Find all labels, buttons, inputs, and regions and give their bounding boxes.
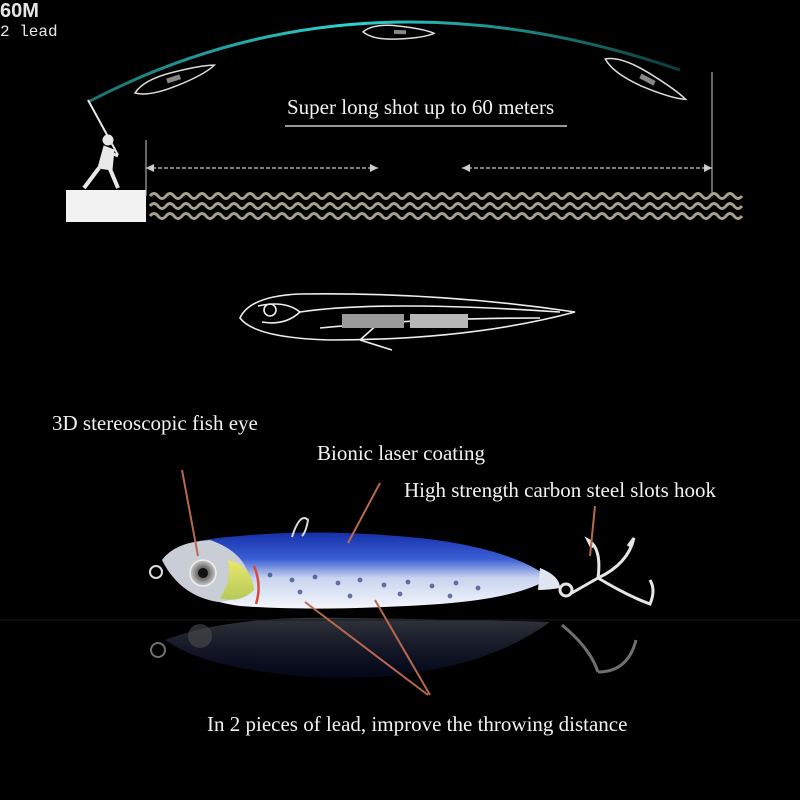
wave-row [148, 202, 744, 210]
lead-annotation: In 2 pieces of lead, improve the throwin… [207, 712, 628, 736]
pointer-laser-coating [347, 482, 381, 544]
shot-distance-text: Super long shot up to 60 meters [287, 95, 555, 119]
pointer-lead-left [304, 601, 429, 696]
lure-spot [453, 580, 459, 586]
main-lure [149, 517, 655, 609]
casting-arc [87, 20, 681, 104]
flying-lure-middle [361, 24, 436, 40]
lure-spot [289, 577, 295, 583]
tail-fin [538, 568, 560, 590]
hook-annotation: High strength carbon steel slots hook [404, 478, 717, 502]
lure-spot [267, 572, 273, 578]
laser-coating-annotation: Bionic laser coating [317, 441, 485, 465]
lead-weight-front [342, 314, 404, 328]
lure-reflection [150, 617, 638, 679]
shore-platform [66, 190, 146, 222]
lure-spot [297, 589, 303, 595]
gill-red-line [252, 565, 260, 605]
top-eyelet [291, 517, 310, 538]
lure-spot [347, 593, 353, 599]
flying-lure-left [133, 64, 217, 95]
line-tie-ring [149, 565, 163, 579]
distance-arrow-left [146, 164, 154, 172]
gill-plate [220, 560, 254, 600]
wave-row [148, 192, 744, 200]
pointer-hook [589, 505, 596, 557]
lure-spot [447, 593, 453, 599]
lure-spot [357, 577, 363, 583]
lure-spot [429, 583, 435, 589]
fish-eye-annotation: 3D stereoscopic fish eye [52, 411, 258, 435]
distance-arrow-right [704, 164, 712, 172]
pointer-lead-right [374, 599, 431, 696]
lead-label: 2 lead [0, 23, 58, 41]
flying-lure-right [604, 57, 688, 101]
wave-row [148, 212, 744, 220]
lure-spot [312, 574, 318, 580]
lure-spot [397, 591, 403, 597]
lead-diagram-lure [239, 293, 576, 351]
distance-label: 60M [0, 0, 39, 22]
lure-spot [381, 582, 387, 588]
water-waves [148, 192, 744, 220]
lure-spot [475, 585, 481, 591]
pointer-fish-eye [181, 469, 199, 557]
angler-icon [82, 99, 120, 190]
treble-hook-icon [558, 536, 655, 606]
lure-spot [335, 580, 341, 586]
lead-weight-rear [410, 314, 468, 328]
lure-spots [267, 572, 481, 599]
lure-spot [405, 579, 411, 585]
